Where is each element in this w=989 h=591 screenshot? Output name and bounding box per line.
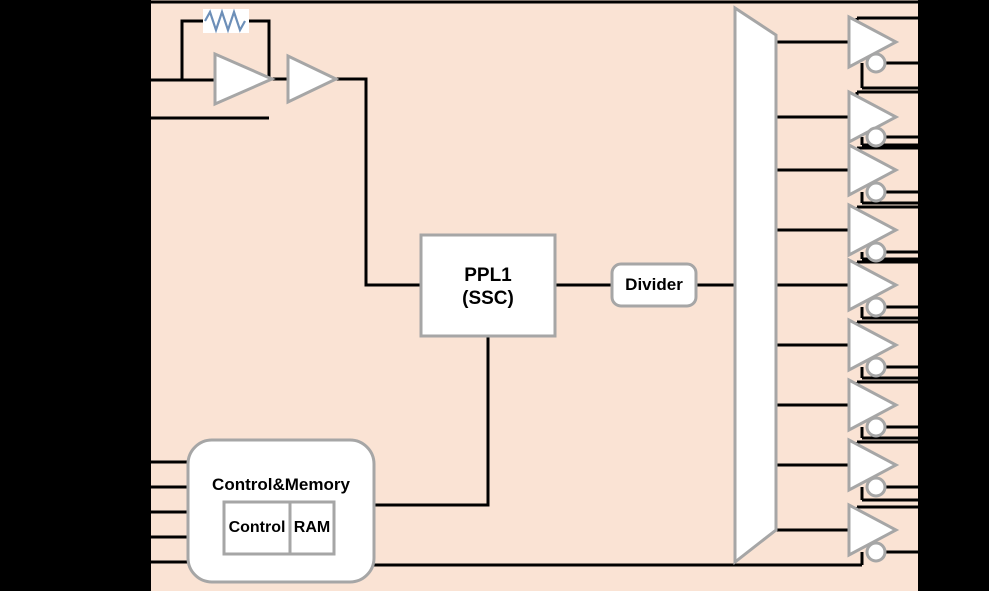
control-memory-block[interactable] <box>186 438 376 584</box>
output-buffer-9 <box>847 502 900 563</box>
inverting-bubble-icon <box>865 476 887 498</box>
output-buffer-8 <box>847 437 900 498</box>
output-buffer-3 <box>847 142 900 203</box>
output-buffer-group <box>847 14 900 563</box>
output-buffer-1 <box>847 14 900 74</box>
buffer-to-pll-wire <box>334 77 421 287</box>
output-pins-buffer-2 <box>855 90 918 147</box>
output-fanout-bar <box>733 5 778 566</box>
inverting-bubble-icon <box>865 356 887 378</box>
output-buffer-4 <box>847 202 900 263</box>
inverting-bubble-icon <box>865 296 887 318</box>
pll-block[interactable] <box>419 233 557 338</box>
inverting-bubble-icon <box>865 241 887 263</box>
control-to-pll-wire <box>374 336 490 507</box>
output-buffer-2 <box>847 89 900 148</box>
inverting-bubble-icon <box>865 541 887 563</box>
inverting-bubble-icon <box>865 52 887 74</box>
feedback-wire <box>180 19 271 80</box>
oscillator-amplifier-icon <box>213 51 276 107</box>
feedback-resistor-icon <box>203 8 249 34</box>
inverting-bubble-icon <box>865 181 887 203</box>
divider-block[interactable] <box>610 262 698 308</box>
output-buffer-5 <box>847 257 900 318</box>
control-subblock <box>222 500 292 556</box>
output-buffer-6 <box>847 317 900 378</box>
output-pins-buffer-6 <box>855 320 918 380</box>
oscillator-buffer-icon <box>286 53 340 105</box>
inverting-bubble-icon <box>865 126 887 148</box>
ram-subblock <box>288 500 336 556</box>
inverting-bubble-icon <box>865 416 887 438</box>
output-buffer-7 <box>847 377 900 438</box>
